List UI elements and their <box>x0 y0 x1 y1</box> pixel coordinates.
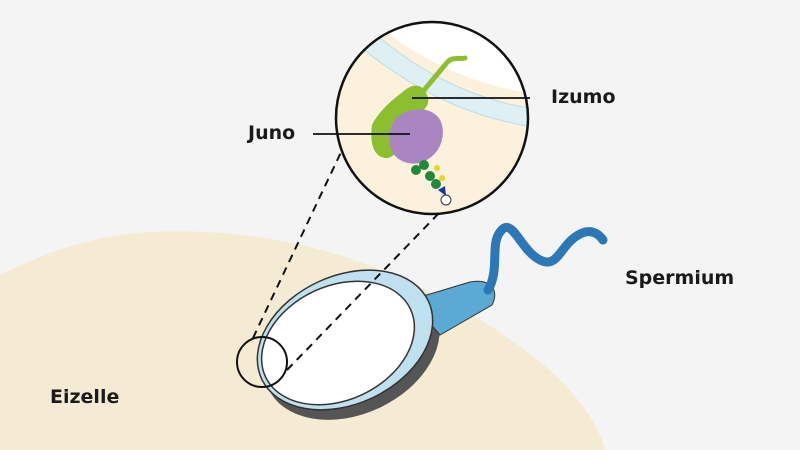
izumo-tail <box>417 55 468 98</box>
egg-label: Eizelle <box>50 386 120 408</box>
sperm-head <box>260 280 416 406</box>
sperm-label: Spermium <box>625 267 735 289</box>
magnified-view <box>336 22 528 214</box>
cell-membrane <box>351 24 528 129</box>
sperm-tail <box>483 223 608 295</box>
zoom-region-circle <box>236 336 288 388</box>
zoom-line-left <box>252 147 344 339</box>
juno-protein <box>389 109 443 164</box>
juno-label: Juno <box>248 122 296 144</box>
izumo-label: Izumo <box>551 86 616 108</box>
zoom-line-right <box>286 211 441 371</box>
